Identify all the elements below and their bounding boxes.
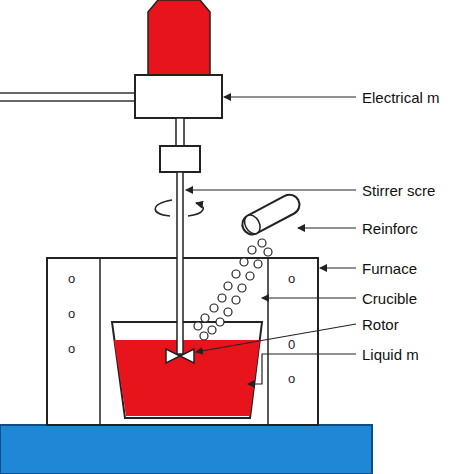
motor — [148, 0, 210, 75]
reinforcement-particle — [264, 248, 272, 256]
reinforcement-particle — [232, 296, 240, 304]
part-label: Reinforc — [362, 221, 418, 236]
reinforcement-particle — [224, 282, 232, 290]
wall-mark: o — [288, 372, 295, 385]
rotor — [166, 349, 194, 363]
reinforcement-particle — [258, 239, 266, 247]
reinforcement-particle — [232, 270, 240, 278]
part-label: Stirrer scre — [362, 183, 435, 198]
reinforcement-particle — [240, 258, 248, 266]
wall-mark: o — [288, 272, 295, 285]
wall-mark: o — [68, 272, 75, 285]
part-label: Rotor — [362, 317, 399, 332]
motor-housing — [135, 75, 222, 118]
reinforcement-particle — [208, 326, 216, 334]
coupling — [160, 146, 200, 172]
reinforcement-particle — [248, 246, 256, 254]
reinforcement-particle — [246, 272, 254, 280]
reinforcement-particle — [238, 284, 246, 292]
wall-mark: o — [68, 342, 75, 355]
part-label: Liquid m — [362, 347, 419, 362]
reinforcement-particle — [200, 332, 208, 340]
wall-mark: 0 — [288, 338, 295, 351]
stirrer-shaft — [177, 172, 183, 354]
reinforcement-particle — [224, 308, 232, 316]
wall-mark: o — [68, 307, 75, 320]
part-label: Electrical m — [362, 90, 440, 105]
reinforcement-particle — [218, 294, 226, 302]
part-label: Crucible — [362, 291, 417, 306]
crucible — [112, 322, 262, 418]
liquid-metal — [114, 340, 260, 416]
part-label: Furnace — [362, 261, 417, 276]
reinforcement-particle — [210, 304, 218, 312]
reinforcement-particle — [201, 314, 209, 322]
reinforcement-particle — [254, 260, 262, 268]
reinforcement-feeder — [239, 191, 303, 238]
reinforcement-particle — [194, 322, 202, 330]
base-plate — [0, 425, 372, 474]
reinforcement-particle — [216, 318, 224, 326]
